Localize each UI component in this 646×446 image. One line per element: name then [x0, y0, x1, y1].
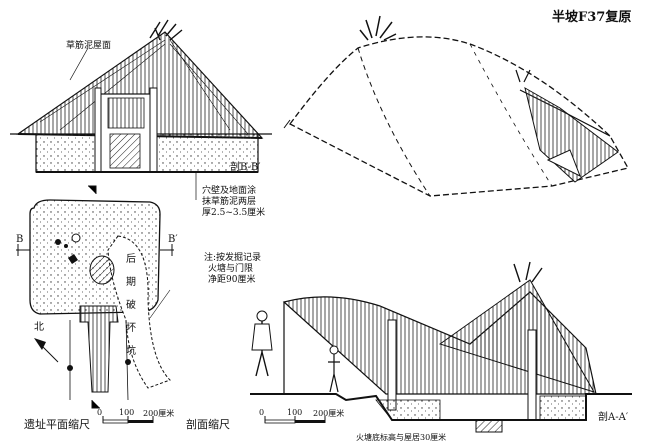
section-scale-bar	[264, 416, 326, 424]
plan-scale-tick: 0	[97, 408, 103, 417]
page-title: 半坡F37复原	[552, 10, 632, 25]
roof-knot	[149, 19, 183, 41]
north-label: 北	[34, 322, 44, 333]
plan-scale-label: 遗址平面缩尺	[24, 418, 90, 431]
wall-note-line: 抹草筋泥两层	[202, 197, 257, 207]
plan-scale-tick: 100	[119, 408, 135, 417]
section-aa-label: 剖A-A′	[598, 412, 629, 423]
site-plan-drawing	[16, 185, 174, 409]
section-scale-label: 剖面缩尺	[186, 418, 230, 431]
wall-note-line: 穴壁及地面涂	[202, 186, 257, 196]
plan-scale-tick: 200厘米	[143, 409, 175, 418]
pit-label-char: 坏	[126, 323, 136, 334]
pit-label-char: 坑	[126, 346, 136, 357]
pit-label-char: 后	[126, 254, 136, 265]
roof-material-label: 草筋泥屋面	[66, 41, 112, 51]
section-scale-tick: 0	[259, 408, 265, 417]
wall-note: 穴壁及地面涂 抹草筋泥两层 厚2.5~3.5厘米	[202, 186, 265, 219]
excavation-note-line: 火塘与门限	[208, 264, 254, 274]
section-bb-label: 剖B-B′	[230, 162, 261, 173]
section-bb-drawing	[10, 19, 272, 200]
disturbed-pit-label: 后 期 破 坏 坑	[126, 248, 138, 363]
human-figure	[251, 310, 273, 377]
hearth-caption: 火塘底标高与屋居30厘米	[356, 433, 447, 442]
excavation-note-line: 净距90厘米	[208, 275, 256, 285]
excavation-note-line: 注:按发掘记录	[204, 253, 262, 263]
perspective-drawing	[283, 15, 629, 197]
section-aa-drawing	[250, 261, 632, 433]
section-marker-b-prime: B′	[168, 234, 178, 245]
human-figure	[328, 345, 340, 393]
section-marker-b: B	[16, 234, 24, 245]
excavation-note: 注:按发掘记录 火塘与门限 净距90厘米	[204, 253, 261, 286]
plan-scale-bar	[102, 416, 154, 424]
wall-note-line: 厚2.5~3.5厘米	[202, 208, 266, 218]
pit-label-char: 破	[126, 300, 136, 311]
section-scale-tick: 100	[287, 408, 303, 417]
section-scale-tick: 200厘米	[313, 409, 345, 418]
pit-label-char: 期	[126, 277, 136, 288]
